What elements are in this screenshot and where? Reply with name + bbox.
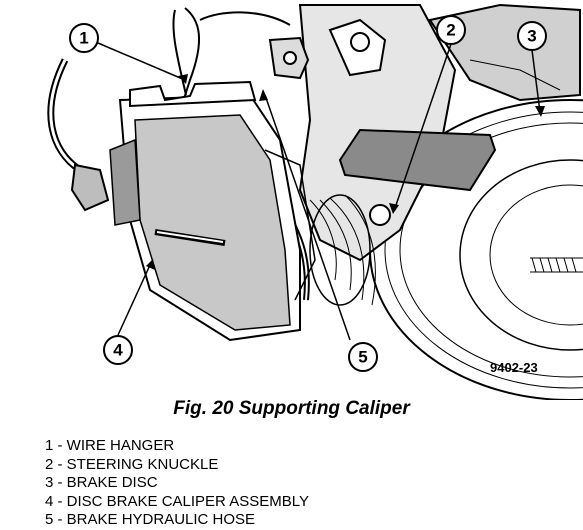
figure-caption: Fig. 20 Supporting Caliper [173, 398, 410, 419]
callout-3: 3 [517, 21, 547, 51]
legend-item-steering-knuckle: 2 - STEERING KNUCKLE [45, 455, 219, 473]
callout-label-2: 2 [446, 21, 455, 40]
legend-item-brake-disc: 3 - BRAKE DISC [45, 474, 158, 491]
callout-label-5: 5 [358, 348, 367, 367]
leader-line-5 [264, 94, 351, 341]
wire-hanger [172, 7, 291, 106]
leader-line-3 [531, 49, 541, 113]
leader-line-4 [117, 264, 151, 336]
leader-lines [97, 42, 541, 341]
callout-label-3: 3 [527, 27, 536, 46]
disc-brake-caliper [109, 80, 316, 342]
callout-label-4: 4 [113, 341, 123, 360]
callout-2: 2 [436, 15, 466, 45]
hub-shading [309, 194, 376, 306]
leader-line-1 [97, 42, 186, 81]
legend-list: 1 - WIRE HANGER 2 - STEERING KNUCKLE 3 -… [45, 437, 309, 530]
leader-arrowheads [146, 74, 545, 270]
legend-item-caliper-assembly: 4 - DISC BRAKE CALIPER ASSEMBLY [45, 492, 309, 510]
callout-1: 1 [69, 23, 99, 53]
leader-line-2 [394, 43, 452, 209]
figure-number: 9402-23 [490, 360, 538, 375]
legend-item-wire-hanger: 1 - WIRE HANGER [45, 437, 175, 454]
brake-caliper-illustration: 1 2 3 4 5 9402-23 [47, 3, 583, 400]
callout-label-1: 1 [79, 29, 88, 48]
callout-4: 4 [103, 335, 133, 365]
legend-item-hydraulic-hose: 5 - BRAKE HYDRAULIC HOSE [45, 511, 256, 528]
callout-5: 5 [348, 342, 378, 372]
